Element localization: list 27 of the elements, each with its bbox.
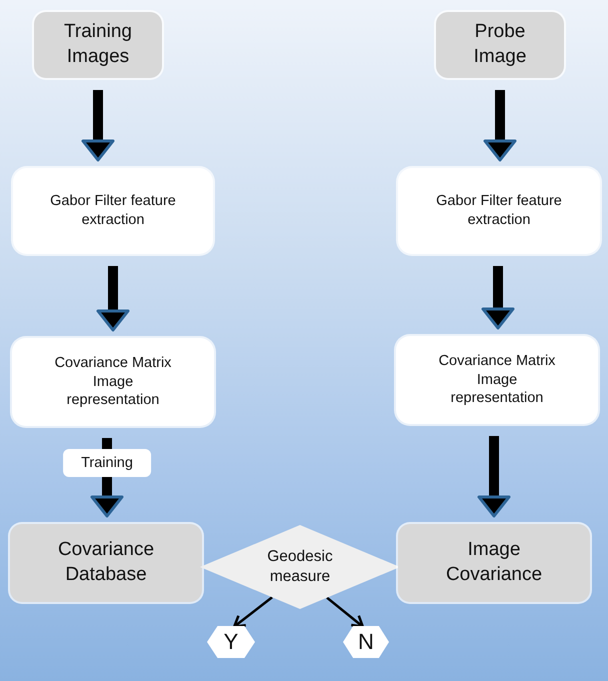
arrow xyxy=(484,90,516,162)
process-box xyxy=(398,168,600,254)
arrow xyxy=(326,596,364,628)
process-box xyxy=(396,336,598,424)
node-text: Training Images xyxy=(63,20,133,69)
node-text: Y xyxy=(224,628,238,656)
arrow xyxy=(96,266,130,332)
process-box xyxy=(13,168,213,254)
result-box xyxy=(398,524,590,602)
process-box xyxy=(12,338,214,426)
arrow xyxy=(482,266,514,330)
input-box xyxy=(436,12,564,78)
node-text: Probe Image xyxy=(472,20,528,69)
node-text: Covariance Matrix Image representation xyxy=(54,354,172,410)
node-text: Gabor Filter feature extraction xyxy=(435,192,563,230)
node-text: Geodesic measure xyxy=(266,546,334,587)
input-box xyxy=(34,12,162,78)
node-text: Gabor Filter feature extraction xyxy=(49,192,177,230)
arrow xyxy=(82,90,114,162)
database-box xyxy=(10,524,202,602)
edge-label: Training xyxy=(63,449,151,477)
arrow xyxy=(478,436,510,518)
node-text: Covariance Database xyxy=(56,538,156,587)
arrow xyxy=(232,596,273,628)
node-text: Image Covariance xyxy=(444,538,544,587)
node-text: N xyxy=(358,628,374,656)
node-text: Covariance Matrix Image representation xyxy=(438,352,556,408)
